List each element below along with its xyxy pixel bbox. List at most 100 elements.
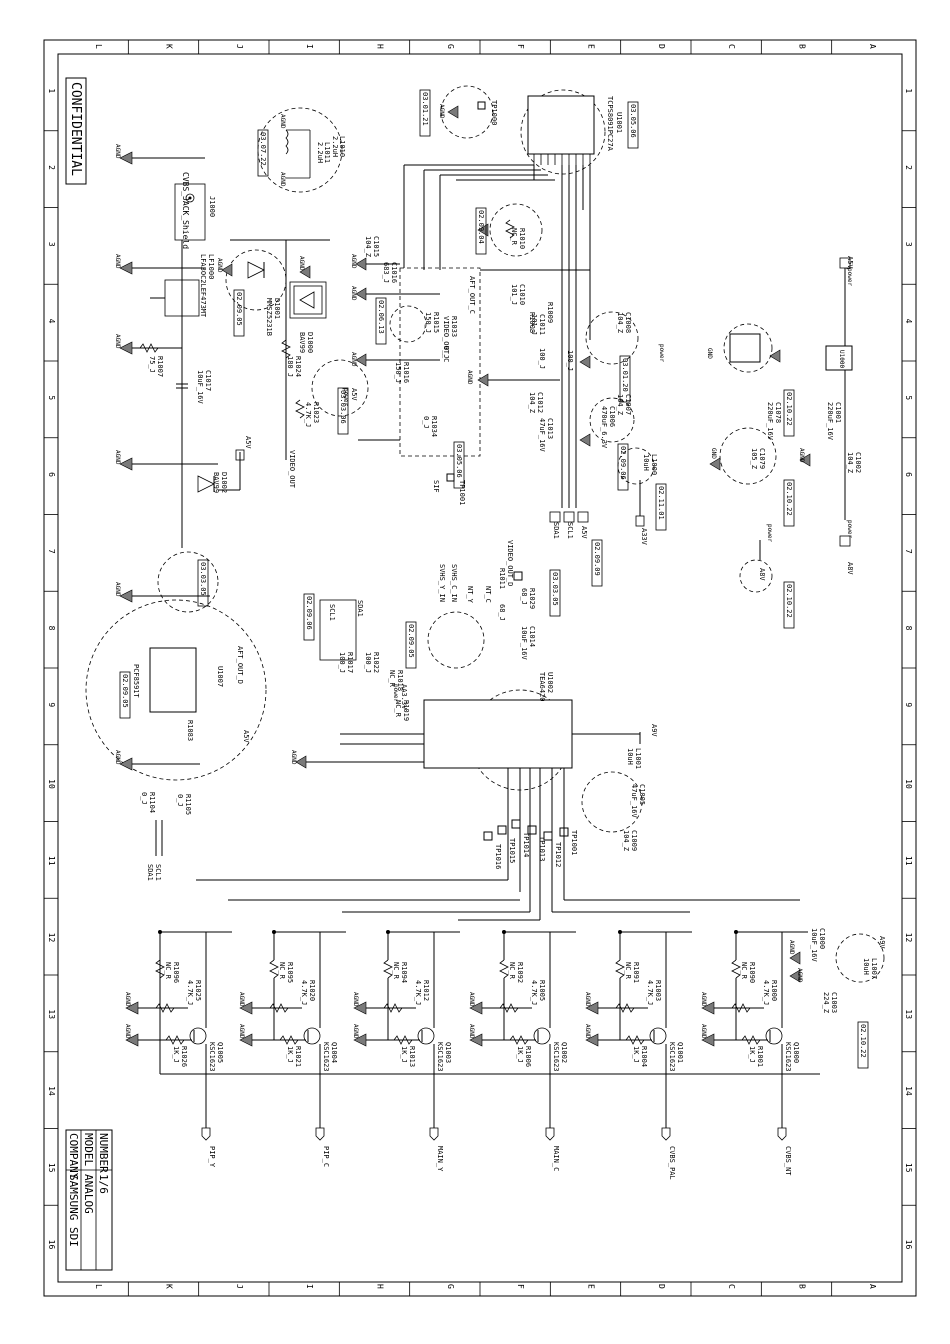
svg-text:SDA1: SDA1	[552, 522, 560, 539]
svg-text:C1011: C1011	[538, 314, 546, 335]
agnd-label: AGND	[700, 992, 707, 1007]
buffer-stage: R1091NC_RR10034.7K_JAGNDR10041K_JAGNDQ10…	[584, 930, 692, 1180]
date-stamp: 03.05.06	[453, 441, 465, 489]
svg-text:MMSZ5231B: MMSZ5231B	[265, 298, 273, 336]
svg-text:AGND: AGND	[114, 144, 121, 159]
row-label-right: 13	[904, 1009, 913, 1019]
svg-text:A33V: A33V	[640, 528, 648, 546]
pull-ref: R1025	[194, 980, 202, 1001]
svg-text:C1013: C1013	[546, 418, 554, 439]
svg-text:LFA3OC2LEF473MT: LFA3OC2LEF473MT	[199, 254, 207, 318]
l1010-group: L1010 2.2uH L1011 2.2uH AGND AGND	[257, 107, 346, 193]
svg-text:AGND: AGND	[438, 104, 445, 119]
pull-val: 4.7K_J	[300, 980, 308, 1005]
svg-text:R1016: R1016	[402, 362, 410, 383]
svg-text:power: power	[658, 344, 665, 362]
resistor-nc	[615, 959, 625, 979]
svg-text:0_J: 0_J	[140, 792, 148, 805]
svg-text:C1003: C1003	[830, 992, 838, 1013]
svg-text:10uH: 10uH	[862, 958, 870, 975]
output-label: PIP_Y	[208, 1146, 216, 1168]
svg-text:C1008: C1008	[624, 312, 632, 333]
svg-text:C1000: C1000	[818, 928, 826, 949]
row-label-left: 7	[47, 549, 56, 554]
svg-text:101_J: 101_J	[530, 314, 538, 335]
col-label-top: L	[94, 44, 103, 49]
svg-text:AGND: AGND	[298, 256, 305, 271]
date-stamp-box	[619, 355, 631, 403]
col-label-bottom: L	[94, 1284, 103, 1289]
svg-text:VIDEO_OUT_D: VIDEO_OUT_D	[506, 540, 514, 586]
col-label-bottom: E	[587, 1284, 596, 1289]
date-stamp-text: 03.03.05	[551, 572, 559, 606]
svg-text:AGND: AGND	[796, 968, 803, 983]
svg-text:AGND: AGND	[350, 254, 357, 269]
agnd-label: AGND	[352, 992, 359, 1007]
svg-text:power: power	[846, 520, 853, 538]
resistor-pull	[731, 1003, 751, 1013]
q-part: KSC1623	[322, 1042, 330, 1072]
date-stamp-text: 02.10.22	[785, 392, 793, 426]
date-stamp: 02.09.05	[233, 289, 245, 337]
svg-text:C1014: C1014	[528, 626, 536, 647]
junction-dot	[272, 930, 276, 934]
row-label-left: 5	[47, 395, 56, 400]
transistor-body	[649, 1027, 667, 1045]
title-company-value: SAMSUNG SDI	[67, 1174, 80, 1247]
svg-text:C1005: C1005	[638, 784, 646, 805]
date-stamp: 02.10.22	[783, 389, 795, 437]
date-stamp-text: 03.01.20	[621, 358, 629, 392]
svg-text:2.2uH: 2.2uH	[316, 142, 324, 163]
svg-text:AGND: AGND	[279, 114, 286, 129]
row-label-right: 8	[904, 626, 913, 631]
output-label: CVBS_NT	[784, 1146, 792, 1176]
svg-text:C1079: C1079	[758, 448, 766, 469]
svg-text:SCL1: SCL1	[154, 864, 162, 881]
junction-dot	[734, 930, 738, 934]
svg-text:104_Z: 104_Z	[616, 312, 624, 333]
svg-text:2.2uH: 2.2uH	[331, 136, 339, 157]
row-label-left: 2	[47, 165, 56, 170]
svg-text:150_J: 150_J	[424, 312, 432, 333]
svg-text:C1006: C1006	[608, 406, 616, 427]
row-label-right: 5	[904, 395, 913, 400]
svg-text:AGND: AGND	[114, 582, 121, 597]
col-label-bottom: I	[305, 1284, 314, 1289]
q-part: KSC1623	[552, 1042, 560, 1072]
col-label-top: K	[165, 44, 174, 49]
svg-text:GND: GND	[710, 448, 717, 459]
junction-dot	[386, 930, 390, 934]
junction-dot	[502, 930, 506, 934]
svg-text:L1000: L1000	[650, 454, 658, 475]
svg-text:power: power	[392, 684, 399, 702]
ic-u1007: U1007 PCF8591T AGND AGND AFT_OUT_D A5V R…	[85, 551, 267, 881]
svg-text:C1012: C1012	[536, 392, 544, 413]
svg-text:100_J: 100_J	[566, 350, 574, 371]
svg-text:C1017: C1017	[204, 370, 212, 391]
col-label-bottom: J	[235, 1284, 244, 1289]
svg-text:R1008: R1008	[528, 312, 536, 333]
svg-text:C1016: C1016	[390, 262, 398, 283]
col-label-top: I	[305, 44, 314, 49]
nc-val: NC_R	[278, 962, 286, 980]
date-stamp: 02.10.22	[857, 1021, 869, 1069]
svg-text:R1023: R1023	[312, 402, 320, 423]
date-stamp-box	[627, 101, 639, 149]
resistor-base	[165, 1035, 185, 1045]
svg-text:47uF_16V: 47uF_16V	[538, 418, 546, 453]
svg-text:L1011: L1011	[323, 142, 331, 163]
col-label-top: D	[657, 44, 666, 49]
agnd-label: AGND	[584, 992, 591, 1007]
output-port	[545, 1127, 555, 1141]
svg-text:AGND: AGND	[114, 450, 121, 465]
date-stamp-box	[617, 443, 629, 491]
svg-text:NC_R: NC_R	[388, 670, 396, 688]
svg-text:LF1000: LF1000	[207, 254, 215, 279]
video-out-block: C1015 104_Z C1016 683_J R1015 150_J R103…	[350, 236, 481, 505]
svg-text:AGND: AGND	[114, 750, 121, 765]
buffer-stage: R1094NC_RR10124.7K_JAGNDR10131K_JAGNDQ10…	[352, 930, 460, 1172]
row-label-left: 4	[47, 319, 56, 324]
svg-text:power: power	[342, 388, 349, 406]
svg-text:R1011: R1011	[498, 568, 506, 589]
